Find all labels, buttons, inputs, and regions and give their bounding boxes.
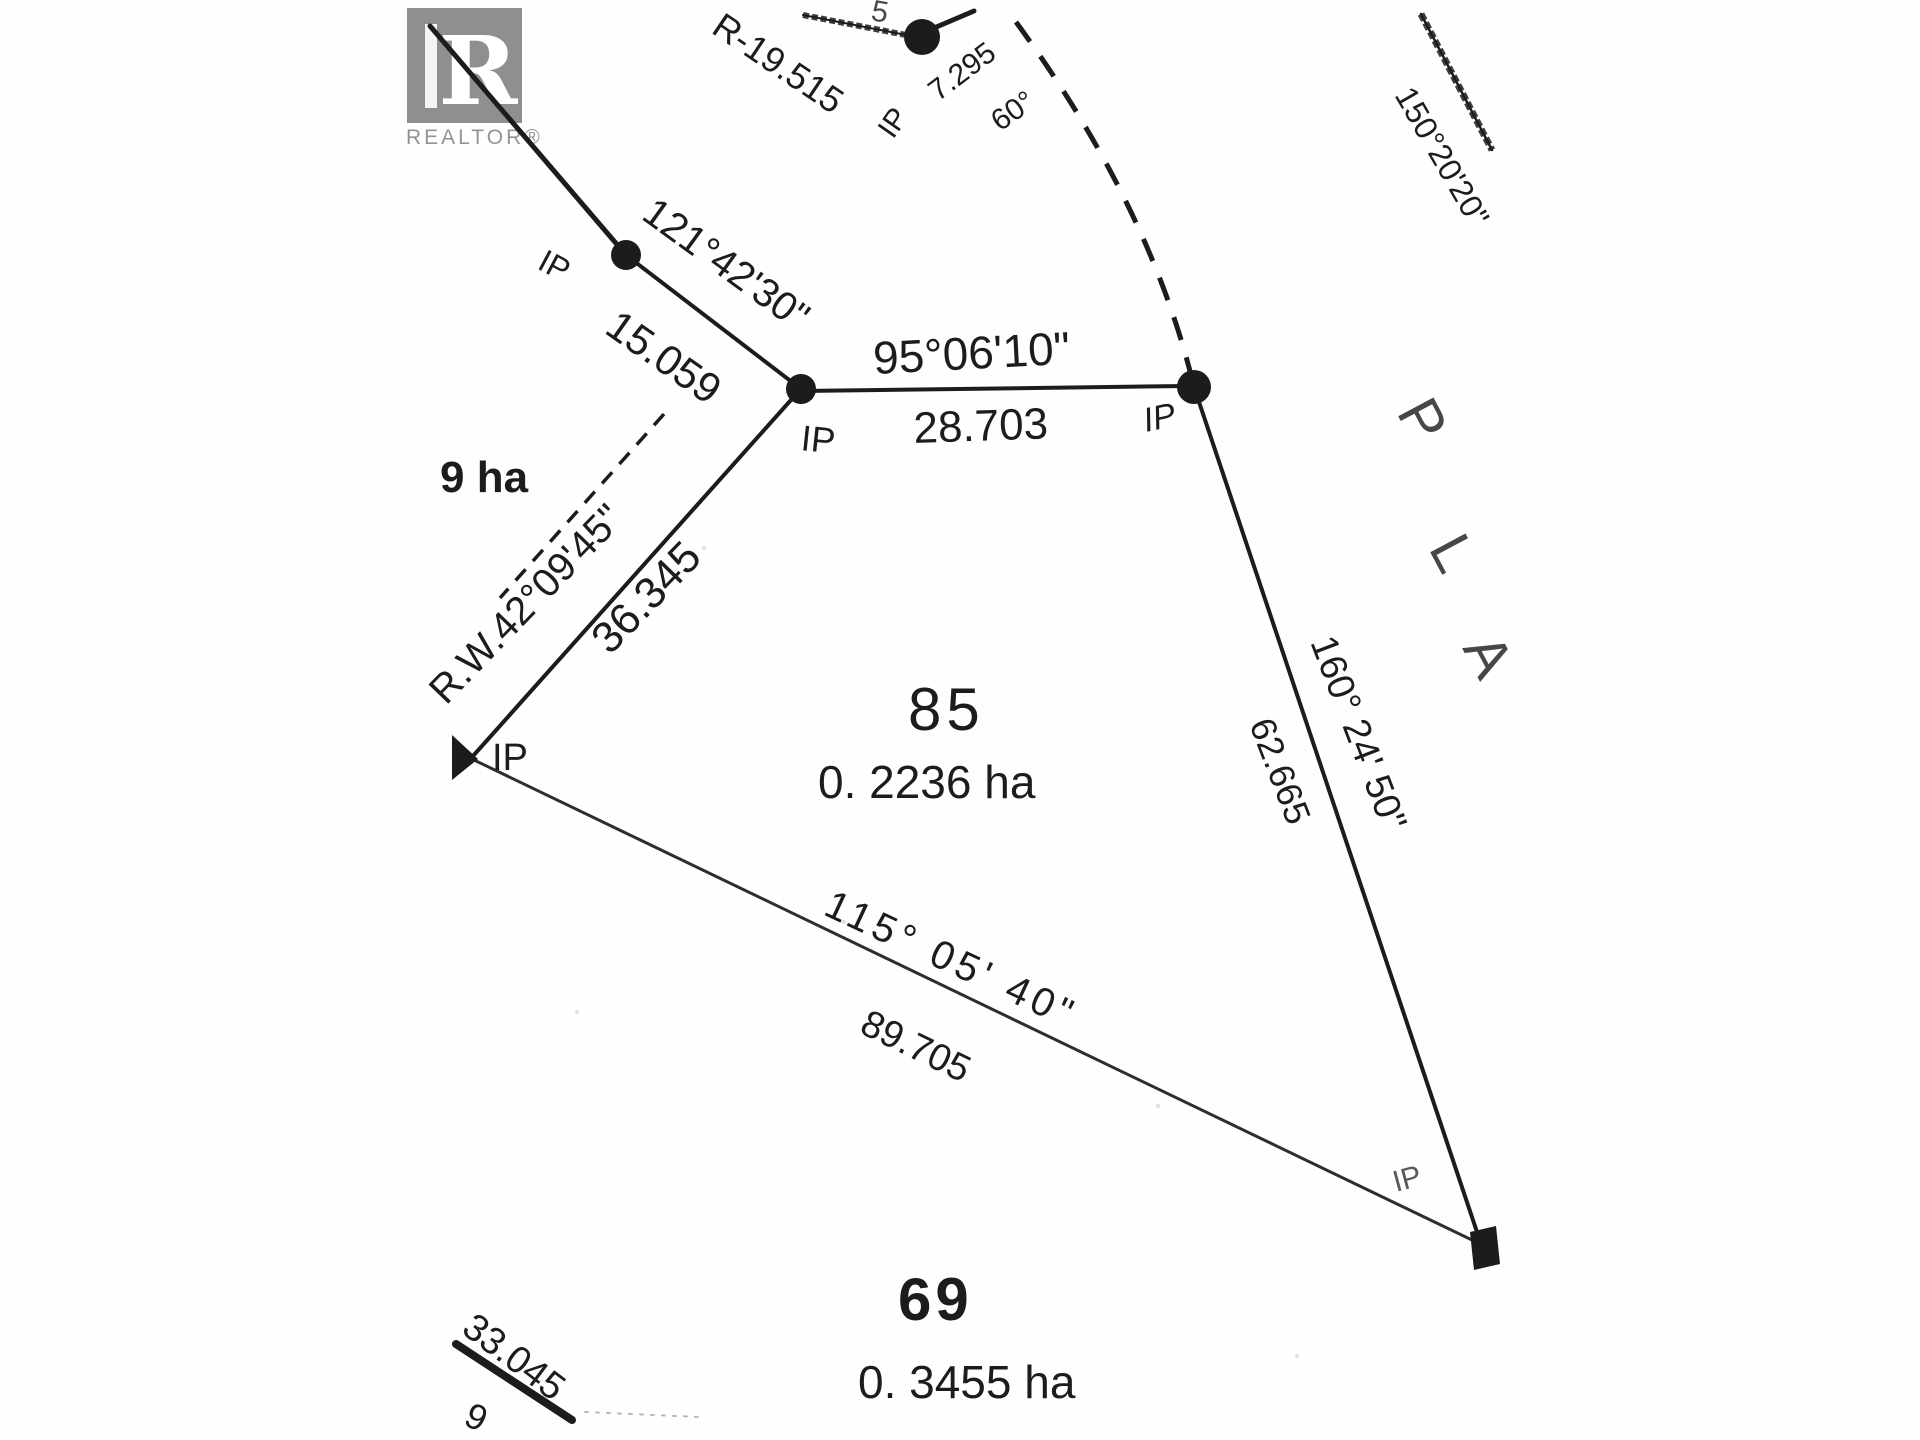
boundary-line-bottom-left (452, 1340, 576, 1424)
label-partial-digit-top: 5 (869, 0, 891, 30)
plan-letter-p: P (1385, 388, 1461, 453)
ip-label-ne: IP (1140, 396, 1180, 440)
scan-speckle (575, 1010, 579, 1014)
plan-letter-l: L (1417, 524, 1490, 583)
label-bearing-150: 150°20'20" (1388, 81, 1497, 233)
parcel-labels: 9 ha 85 0. 2236 ha 69 0. 3455 ha (440, 453, 1076, 1408)
label-lot85-area: 0. 2236 ha (818, 756, 1036, 808)
monument-square-southeast (1470, 1226, 1500, 1270)
label-partial-digit-bottom: 9 (459, 1394, 494, 1440)
ip-label-nw: IP (533, 242, 577, 288)
boundary-line-115 (472, 758, 1474, 1242)
label-bearing-95: 95°06'10" (872, 322, 1071, 384)
boundary-line-121 (624, 253, 803, 391)
realtor-wordmark: REALTOR® (406, 126, 543, 149)
hatched-line-top-right-core (1419, 12, 1494, 152)
monument-dot-junction (786, 374, 816, 404)
label-rw-bearing-42: R.W.42°09'45" (421, 496, 632, 712)
realtor-logo-notch (425, 24, 437, 108)
dashed-curve-boundary (1013, 20, 1197, 388)
boundary-line-through-logo (427, 23, 629, 258)
ip-label-junction: IP (799, 417, 837, 461)
boundary-lines (427, 8, 1496, 1424)
label-angle-60: 60° (985, 85, 1041, 138)
label-bearing-121: 121°42'30" (635, 190, 817, 339)
scan-speckle (1295, 1354, 1299, 1358)
label-adjacent-area: 9 ha (440, 453, 529, 502)
monument-dot-ne (1177, 370, 1211, 404)
label-dist-89705: 89.705 (854, 1002, 977, 1091)
label-dist-28703: 28.703 (913, 399, 1049, 453)
monument-dot-nw (611, 240, 641, 270)
plan-letter-a: A (1451, 624, 1527, 689)
boundary-line-160 (1192, 385, 1481, 1240)
monument-triangle-west (452, 735, 478, 780)
corner-markers (452, 19, 1500, 1270)
label-bearing-115: 115° 05' 40" (818, 882, 1084, 1037)
label-lot69-area: 0. 3455 ha (858, 1356, 1076, 1408)
boundary-stub-top (931, 8, 977, 31)
monument-dot-top (904, 19, 940, 55)
scan-speckle (702, 546, 706, 550)
hatched-line-top-core (802, 14, 907, 36)
realtor-logo-letter: R (439, 16, 519, 127)
label-bearing-160: 160° 24' 50" (1302, 630, 1415, 836)
realtor-logo: R REALTOR® (406, 8, 543, 149)
label-lot69-id: 69 (898, 1266, 973, 1333)
boundary-line-95 (799, 384, 1188, 393)
label-lot85-id: 85 (908, 676, 985, 743)
ip-label-top: IP (872, 102, 915, 144)
plan-letters: P L A (1385, 388, 1527, 689)
ip-label-southeast: IP (1389, 1160, 1425, 1199)
scan-speckle (842, 920, 846, 924)
boundary-line-42 (471, 389, 801, 758)
scan-speckles (575, 546, 1299, 1358)
scan-speckle (1156, 1104, 1160, 1108)
ip-label-west: IP (492, 737, 528, 779)
faint-dotted-line-bottom (584, 1411, 701, 1418)
